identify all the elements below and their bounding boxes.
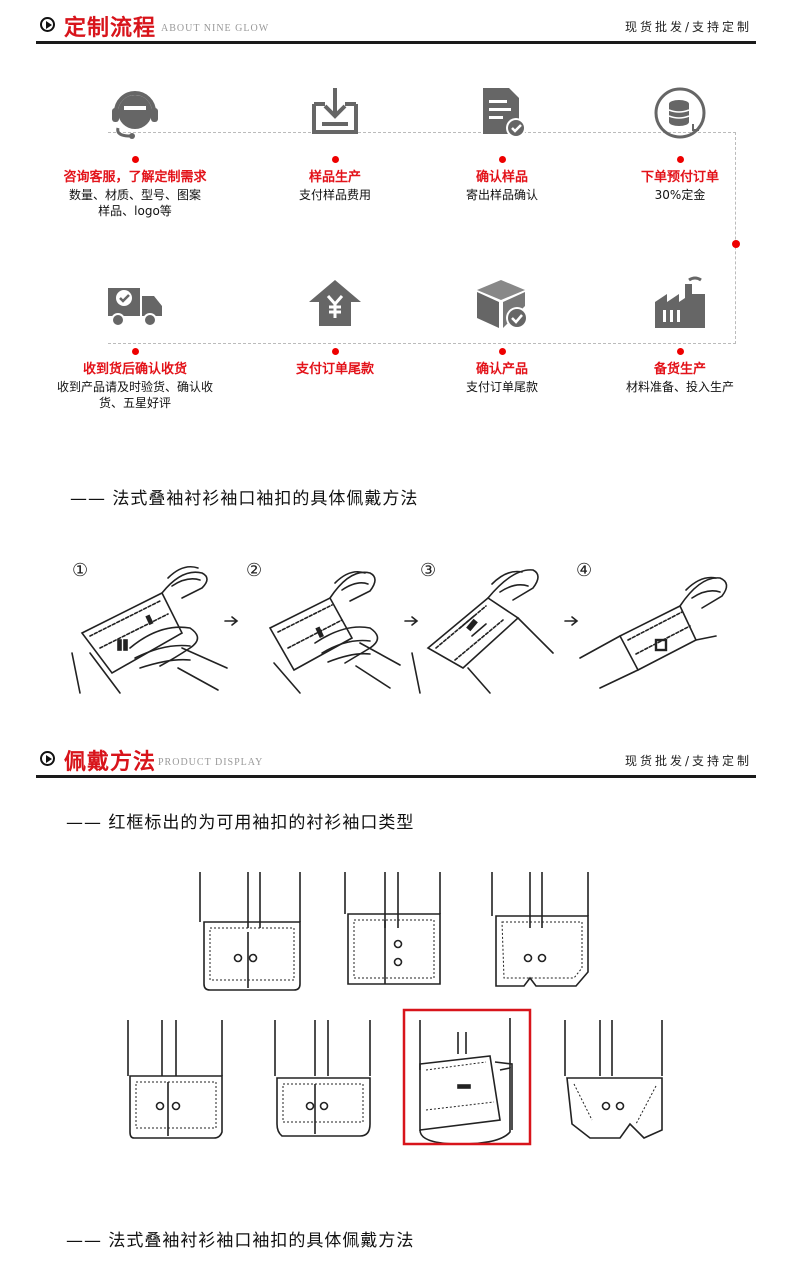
- step-title: 确认产品: [475, 362, 528, 377]
- step-title: 样品生产: [308, 170, 361, 185]
- step-dot: [331, 348, 339, 355]
- section-divider: [36, 41, 756, 44]
- step-dot: [498, 156, 506, 163]
- wear-step-4: [579, 576, 728, 689]
- next-arrow-icon: [404, 616, 419, 626]
- cuff-square-two-button: [344, 872, 441, 985]
- step-dot: [331, 156, 339, 163]
- step-desc: 30%定金: [654, 188, 706, 202]
- step-desc: 支付样品费用: [298, 188, 371, 202]
- cuff-types-illustration: [127, 872, 663, 1146]
- process-step: 下单预付订单 30%定金: [590, 82, 770, 203]
- step-desc: 收到产品请及时验货、确认收 货、五星好评: [56, 380, 213, 410]
- cufflink-steps-illustration: ① ② ③ ④: [71, 560, 728, 694]
- step-title: 确认样品: [475, 170, 528, 185]
- step-title: 咨询客服，了解定制需求: [63, 170, 207, 185]
- cuff-rounded-single: [199, 872, 301, 991]
- customer-service-headset-icon: [112, 91, 158, 139]
- play-arrow-icon: [40, 17, 55, 32]
- step-title: 支付订单尾款: [295, 362, 374, 377]
- step-title: 备货生产: [653, 362, 706, 377]
- download-tray-icon: [312, 88, 358, 134]
- step-title: 下单预付订单: [640, 170, 719, 185]
- document-check-icon: [483, 88, 526, 138]
- process-connector: [108, 132, 736, 344]
- delivery-truck-check-icon: [108, 288, 162, 327]
- process-step: 样品生产 支付样品费用: [245, 82, 425, 203]
- house-yen-icon: [309, 280, 361, 326]
- next-arrow-icon: [224, 616, 239, 626]
- section-right-text: 现货批发/支持定制: [624, 754, 752, 768]
- factory-icon: [655, 276, 705, 328]
- section-header-customization: 定制流程 ABOUT NINE GLOW 现货批发/支持定制: [36, 8, 756, 44]
- step-number-1: ①: [72, 560, 88, 581]
- process-step: 咨询客服，了解定制需求 数量、材质、型号、图案 样品、logo等: [45, 82, 225, 219]
- bottom-heading: —— 法式叠袖衬衫袖口袖扣的具体佩戴方法: [66, 1231, 415, 1251]
- section-subtitle: ABOUT NINE GLOW: [161, 23, 270, 34]
- section-title: 定制流程: [64, 16, 157, 41]
- cuff-types-heading: —— 红框标出的为可用袖扣的衬衫袖口类型: [66, 813, 415, 833]
- step-number-4: ④: [576, 560, 592, 581]
- step-desc: 材料准备、投入生产: [625, 380, 734, 394]
- wear-step-1: [71, 565, 228, 694]
- step-dot: [131, 156, 139, 163]
- next-arrow-icon: [564, 616, 579, 626]
- section-right-text: 现货批发/支持定制: [624, 20, 752, 34]
- process-step: 确认产品 支付订单尾款: [412, 274, 592, 395]
- process-step: 备货生产 材料准备、投入生产: [590, 274, 770, 395]
- play-arrow-icon: [40, 751, 55, 766]
- section-header-wearing: 佩戴方法 PRODUCT DISPLAY 现货批发/支持定制: [36, 742, 756, 778]
- step-dot: [498, 348, 506, 355]
- cuff-french-fold: [419, 1018, 513, 1145]
- cuff-cocktail: [564, 1020, 663, 1139]
- step-title: 收到货后确认收货: [82, 362, 187, 377]
- usable-cuff-highlight-frame: [402, 1008, 532, 1146]
- step-dot: [676, 348, 684, 355]
- cuff-angled: [491, 872, 589, 987]
- section-title: 佩戴方法: [64, 750, 157, 775]
- step-desc: 数量、材质、型号、图案 样品、logo等: [68, 188, 201, 218]
- wear-method-heading: —— 法式叠袖衬衫袖口袖扣的具体佩戴方法: [70, 489, 419, 509]
- wear-step-2: [268, 570, 401, 694]
- step-desc: 寄出样品确认: [465, 188, 538, 202]
- step-dot: [131, 348, 139, 355]
- step-desc: 支付订单尾款: [465, 380, 538, 394]
- section-divider: [36, 775, 756, 778]
- step-number-2: ②: [246, 560, 262, 581]
- process-connector-dot: [732, 240, 740, 248]
- cuff-wide-single: [127, 1020, 223, 1139]
- cuff-narrow-curved: [274, 1020, 371, 1137]
- coin-stack-icon: [654, 87, 706, 139]
- process-step: 支付订单尾款: [245, 274, 425, 379]
- section-subtitle: PRODUCT DISPLAY: [158, 757, 264, 768]
- process-step: 确认样品 寄出样品确认: [412, 82, 592, 203]
- wear-step-3: [411, 569, 554, 694]
- step-number-3: ③: [420, 560, 436, 581]
- box-check-icon: [477, 280, 528, 329]
- step-dot: [676, 156, 684, 163]
- process-step: 收到货后确认收货 收到产品请及时验货、确认收 货、五星好评: [45, 274, 225, 411]
